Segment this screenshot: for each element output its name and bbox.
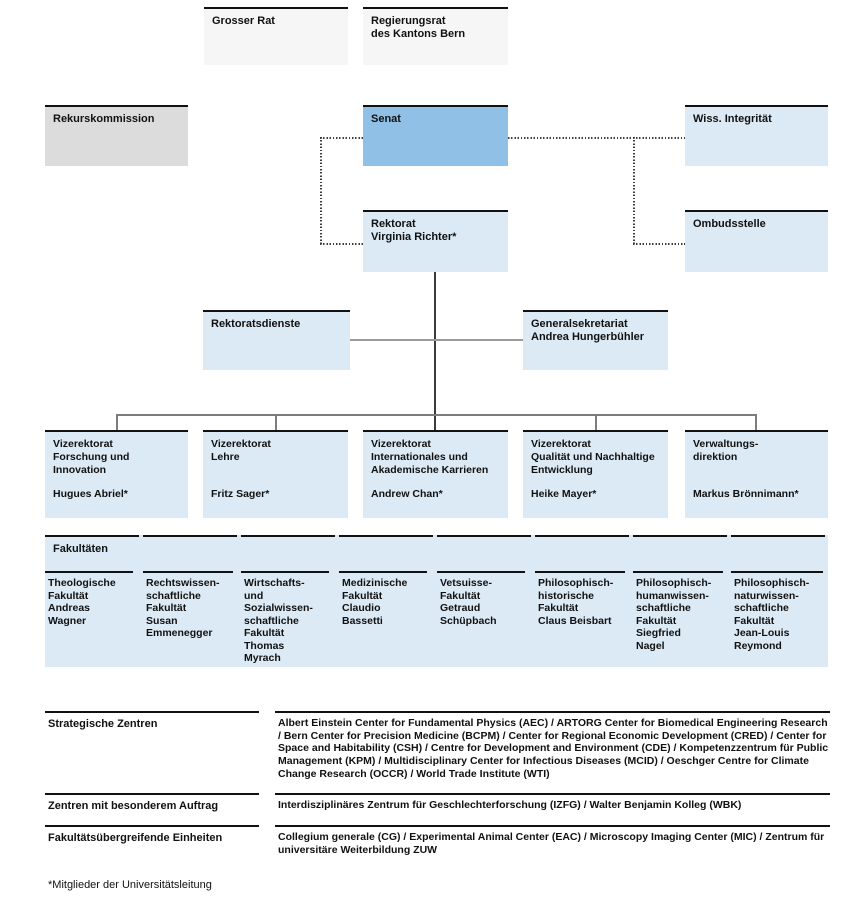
rektorat-person: Virginia Richter* <box>371 231 457 243</box>
generalsekretariat-title: Generalsekretariat <box>531 318 628 330</box>
faculty-phil-historische: Philosophisch- historische Fakultät Clau… <box>535 571 625 667</box>
fakultaeten-header: Fakultäten <box>53 543 109 555</box>
box-rektoratsdienste: Rektoratsdienste <box>203 310 350 370</box>
connector-stub-vr2 <box>275 414 277 430</box>
vizerektorat-forschung-title: Vizerektorat Forschung und Innovation <box>53 438 130 476</box>
connector-senat-wissintegritaet-dotted-h <box>508 137 685 139</box>
box-vizerektorat-qualitaet: Vizerektorat Qualität und Nachhaltige En… <box>523 430 668 518</box>
vizerektorat-forschung-person: Hugues Abriel* <box>53 488 128 500</box>
vizerektorat-lehre-person: Fritz Sager* <box>211 488 270 500</box>
box-ombudsstelle: Ombudsstelle <box>685 210 828 272</box>
vizerektorat-internationales-person: Andrew Chan* <box>371 488 443 500</box>
verwaltungsdirektion-title: Verwaltungs- direktion <box>693 438 759 463</box>
rektoratsdienste-label: Rektoratsdienste <box>211 318 301 330</box>
senat-label: Senat <box>371 113 401 125</box>
connector-rektorat-vertical <box>434 272 436 430</box>
rektorat-title: Rektorat <box>371 218 416 230</box>
box-vizerektorat-lehre: Vizerektorat Lehre Fritz Sager* <box>203 430 348 518</box>
box-verwaltungsdirektion: Verwaltungs- direktion Markus Brönnimann… <box>685 430 828 518</box>
vizerektorat-qualitaet-person: Heike Mayer* <box>531 488 597 500</box>
faculty-phil-humanwissenschaftliche: Philosophisch- humanwissen- schaftliche … <box>633 571 723 667</box>
box-generalsekretariat: Generalsekretariat Andrea Hungerbühler <box>523 310 668 370</box>
box-regierungsrat: Regierungsrat des Kantons Bern <box>363 7 508 65</box>
vizerektorat-lehre-title: Vizerektorat Lehre <box>211 438 271 463</box>
grosser-rat-label: Grosser Rat <box>212 15 275 27</box>
fakultaeten-band-border <box>45 535 828 537</box>
ombudsstelle-label: Ombudsstelle <box>693 218 766 230</box>
connector-senat-left-dotted-h <box>320 137 363 139</box>
wiss-integritaet-label: Wiss. Integrität <box>693 113 772 125</box>
connector-stub-vr1 <box>116 414 118 430</box>
box-grosser-rat: Grosser Rat <box>204 7 348 65</box>
connector-ombudsstelle-dotted-h <box>633 243 685 245</box>
box-rektorat: Rektorat Virginia Richter* <box>363 210 508 272</box>
strategische-zentren-content: Albert Einstein Center for Fundamental P… <box>275 711 830 781</box>
fakultaetsuebergreifende-content: Collegium generale (CG) / Experimental A… <box>275 825 830 856</box>
box-vizerektorat-forschung: Vizerektorat Forschung und Innovation Hu… <box>45 430 188 518</box>
vizerektorat-qualitaet-title: Vizerektorat Qualität und Nachhaltige En… <box>531 438 655 476</box>
faculty-theologische: Theologische Fakultät Andreas Wagner <box>45 571 133 667</box>
regierungsrat-label: Regierungsrat des Kantons Bern <box>371 15 466 40</box>
fakultaeten-band <box>45 535 828 667</box>
zentren-auftrag-content: Interdisziplinäres Zentrum für Geschlech… <box>275 793 830 812</box>
faculty-medizinische: Medizinische Fakultät Claudio Bassetti <box>339 571 427 667</box>
footnote-universitaetsleitung: *Mitglieder der Universitätsleitung <box>48 879 212 891</box>
connector-rektorat-left-dotted-h <box>320 243 363 245</box>
fakultaetsuebergreifende-label: Fakultätsübergreifende Einheiten <box>45 825 259 844</box>
faculty-wirtschafts-sozial: Wirtschafts- und Sozialwissen- schaftlic… <box>241 571 329 667</box>
connector-senat-right-dotted-v <box>633 137 635 244</box>
faculty-vetsuisse: Vetsuisse- Fakultät Getraud Schüpbach <box>437 571 525 667</box>
box-rekurskommission: Rekurskommission <box>45 105 188 166</box>
strategische-zentren-label: Strategische Zentren <box>45 711 259 730</box>
box-vizerektorat-internationales: Vizerektorat Internationales und Akademi… <box>363 430 508 518</box>
faculty-phil-naturwissenschaftliche: Philosophisch- naturwissen- schaftliche … <box>731 571 823 667</box>
faculty-rechtswissenschaftliche: Rechtswissen- schaftliche Fakultät Susan… <box>143 571 233 667</box>
box-wiss-integritaet: Wiss. Integrität <box>685 105 828 166</box>
verwaltungsdirektion-person: Markus Brönnimann* <box>693 488 799 500</box>
zentren-auftrag-label: Zentren mit besonderem Auftrag <box>45 793 259 812</box>
connector-stub-vr4 <box>595 414 597 430</box>
generalsekretariat-person: Andrea Hungerbühler <box>531 331 645 343</box>
vizerektorat-internationales-title: Vizerektorat Internationales und Akademi… <box>371 438 489 476</box>
connector-dienste-generalsekretariat <box>350 339 523 341</box>
connector-stub-vr5 <box>755 414 757 430</box>
connector-senat-left-dotted-v <box>320 137 322 244</box>
rekurskommission-label: Rekurskommission <box>53 113 155 125</box>
box-senat: Senat <box>363 105 508 166</box>
connector-vizerektorate-horizontal <box>116 414 757 416</box>
